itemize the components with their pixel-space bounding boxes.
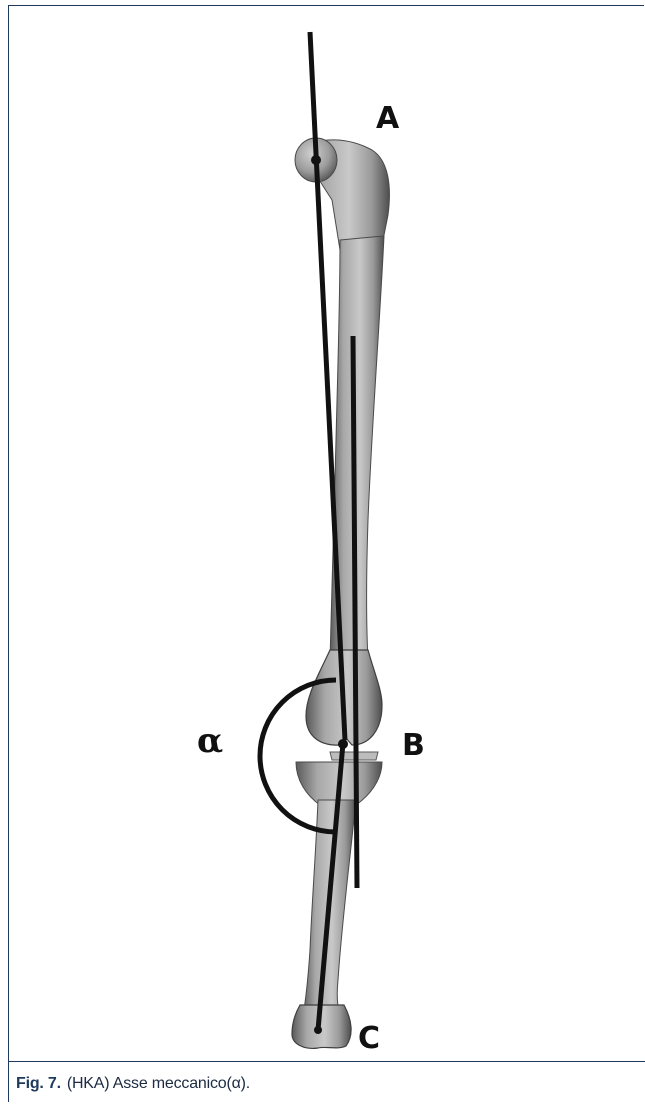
label-b: B	[402, 728, 425, 763]
figure-number: Fig. 7.	[16, 1075, 61, 1092]
caption-text: (HKA) Asse meccanico(α).	[67, 1075, 250, 1092]
ankle-center-point	[314, 1026, 322, 1034]
label-a: A	[376, 101, 400, 136]
label-alpha: α	[197, 721, 223, 761]
caption-divider	[8, 1061, 645, 1062]
figure-caption: Fig. 7. (HKA) Asse meccanico(α).	[16, 1075, 250, 1093]
knee-center-point	[338, 739, 348, 749]
label-c: C	[358, 1021, 380, 1056]
hip-center-point	[311, 155, 321, 165]
hka-diagram: A B C α	[0, 0, 645, 1060]
